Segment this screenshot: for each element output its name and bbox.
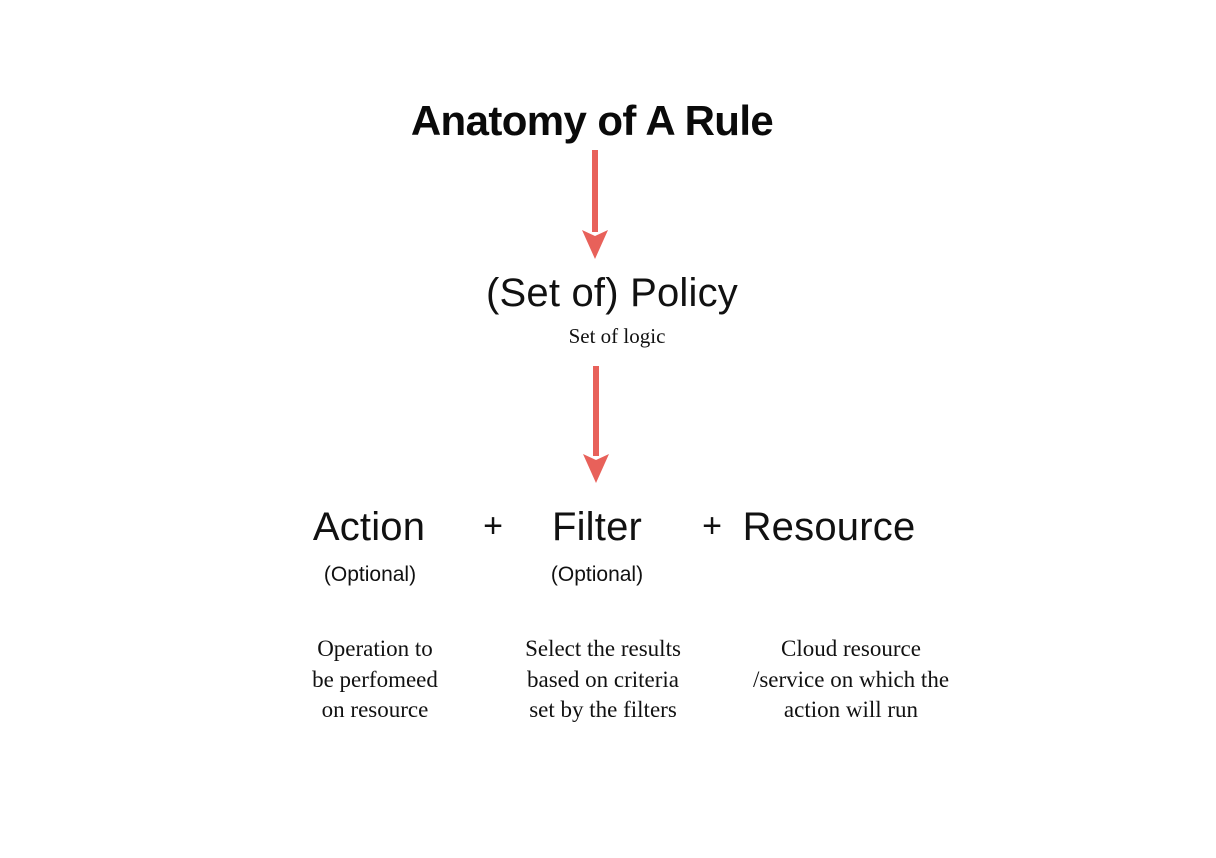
description-line: action will run (783, 697, 919, 722)
description-line: Operation to (317, 636, 433, 661)
components-row: Action + Filter + Resource (0, 503, 1216, 563)
component-resource-description: Cloud resource /service on which the act… (723, 634, 979, 726)
policy-label: (Set of) Policy (0, 272, 1216, 314)
component-action-label: Action (312, 505, 426, 549)
component-filter-label: Filter (551, 505, 643, 549)
component-resource-label: Resource (742, 505, 916, 549)
description-line: be perfomeed (312, 666, 438, 692)
description-line: Select the results (525, 636, 681, 661)
arrow-policy-to-components-icon (583, 366, 609, 483)
policy-label-text: (Set of) Policy (486, 271, 738, 315)
component-action-optional: (Optional) (323, 563, 417, 586)
arrow-title-to-policy-icon (582, 150, 608, 259)
description-line: Cloud resource (781, 636, 921, 661)
description-line: /service on which the (752, 666, 950, 692)
policy-sublabel: Set of logic (0, 324, 1216, 349)
description-line: based on criteria (527, 666, 679, 692)
description-line: set by the filters (529, 697, 677, 722)
operator-plus-2: + (702, 507, 722, 545)
component-filter-description: Select the results based on criteria set… (493, 634, 713, 726)
page-title-text: Anatomy of A Rule (410, 97, 774, 144)
policy-sublabel-text: Set of logic (568, 324, 666, 348)
description-line: on resource (321, 697, 429, 722)
component-filter-optional: (Optional) (550, 563, 644, 586)
page-title: Anatomy of A Rule (0, 100, 1216, 142)
operator-plus-1: + (483, 507, 503, 545)
component-action-description: Operation to be perfomeed on resource (275, 634, 475, 726)
